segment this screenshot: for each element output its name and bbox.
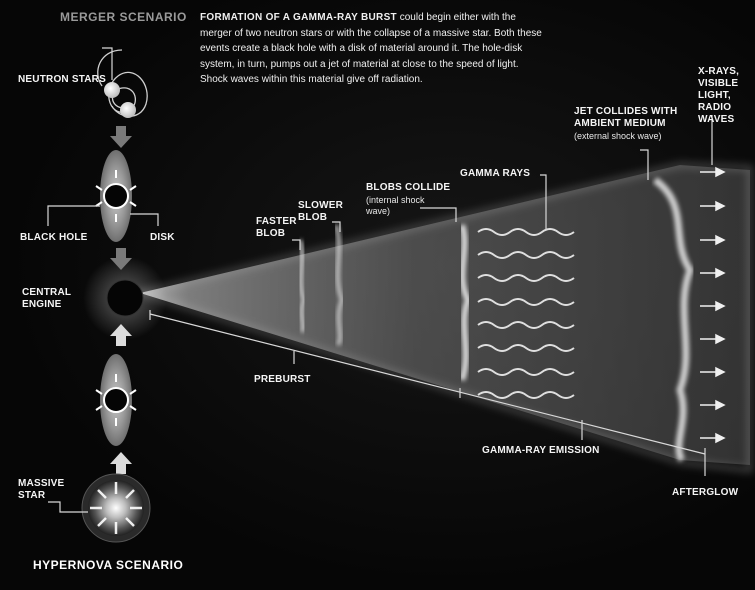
- hypernova-arrow-2: [110, 452, 132, 474]
- merger-black-hole: [103, 183, 129, 209]
- merger-jet-rays: [95, 170, 137, 222]
- afterglow-arrows: [700, 166, 726, 444]
- xrays-label-4: RADIO: [698, 102, 732, 113]
- merger-scenario-title: MERGER SCENARIO: [60, 10, 187, 24]
- xrays-label-2: VISIBLE: [698, 78, 739, 89]
- hypernova-jet-rays: [95, 374, 137, 426]
- caption-body: could begin either with the merger of tw…: [200, 12, 542, 85]
- black-hole-leader: [47, 205, 100, 226]
- internal-shock-label-1: (internal shock: [366, 195, 425, 205]
- disk-label: DISK: [150, 232, 175, 243]
- gamma-rays-label: GAMMA RAYS: [460, 168, 531, 179]
- internal-shock-front: [459, 224, 472, 381]
- faster-blob: [298, 239, 307, 333]
- preburst-label: PREBURST: [254, 374, 311, 385]
- xrays-label-1: X-RAYS,: [698, 66, 740, 77]
- jet-cone: [140, 165, 750, 465]
- neutron-stars-leader: [102, 47, 113, 80]
- neutron-star-bottom: [120, 102, 136, 118]
- hypernova-scenario-title: HYPERNOVA SCENARIO: [33, 558, 184, 572]
- jet-collides-label-1: JET COLLIDES WITH: [574, 106, 678, 117]
- blobs-collide-label: BLOBS COLLIDE: [366, 182, 451, 193]
- slower-blob: [334, 224, 345, 347]
- merger-arrow-1: [110, 126, 132, 148]
- caption: FORMATION OF A GAMMA-RAY BURST could beg…: [200, 10, 545, 88]
- neutron-stars-label: NEUTRON STARS: [18, 74, 106, 85]
- central-engine-label-1: CENTRAL: [22, 287, 72, 298]
- massive-star-leader: [48, 501, 88, 513]
- external-shock-front: [652, 177, 694, 462]
- central-engine-label-2: ENGINE: [22, 299, 62, 310]
- massive-star-rays: [90, 482, 142, 534]
- jet-glow: [128, 161, 753, 474]
- afterglow-label: AFTERGLOW: [672, 487, 739, 498]
- gamma-ray-waves: [477, 228, 575, 399]
- faster-blob-label-1: FASTER: [256, 216, 297, 227]
- hypernova-arrow-1: [110, 324, 132, 346]
- central-engine: [106, 279, 144, 317]
- hypernova-black-hole: [103, 387, 129, 413]
- jet-collides-label-2: AMBIENT MEDIUM: [574, 118, 666, 129]
- slower-blob-label-1: SLOWER: [298, 200, 344, 211]
- slower-blob-label-2: BLOB: [298, 212, 328, 223]
- merger-arrow-2: [110, 248, 132, 270]
- internal-shock-label-2: wave): [366, 206, 391, 216]
- black-hole-label: BLACK HOLE: [20, 232, 88, 243]
- external-shock-label: (external shock wave): [574, 131, 662, 141]
- neutron-star-top: [104, 82, 120, 98]
- caption-heading: FORMATION OF A GAMMA-RAY BURST: [200, 12, 397, 23]
- massive-star-label-1: MASSIVE: [18, 478, 65, 489]
- disk-leader: [130, 213, 159, 226]
- faster-blob-label-2: BLOB: [256, 228, 286, 239]
- label-leaders: [292, 115, 713, 250]
- xrays-label-5: WAVES: [698, 114, 735, 125]
- massive-star-label-2: STAR: [18, 490, 46, 501]
- gamma-ray-emission-label: GAMMA-RAY EMISSION: [482, 445, 600, 456]
- xrays-label-3: LIGHT,: [698, 90, 731, 101]
